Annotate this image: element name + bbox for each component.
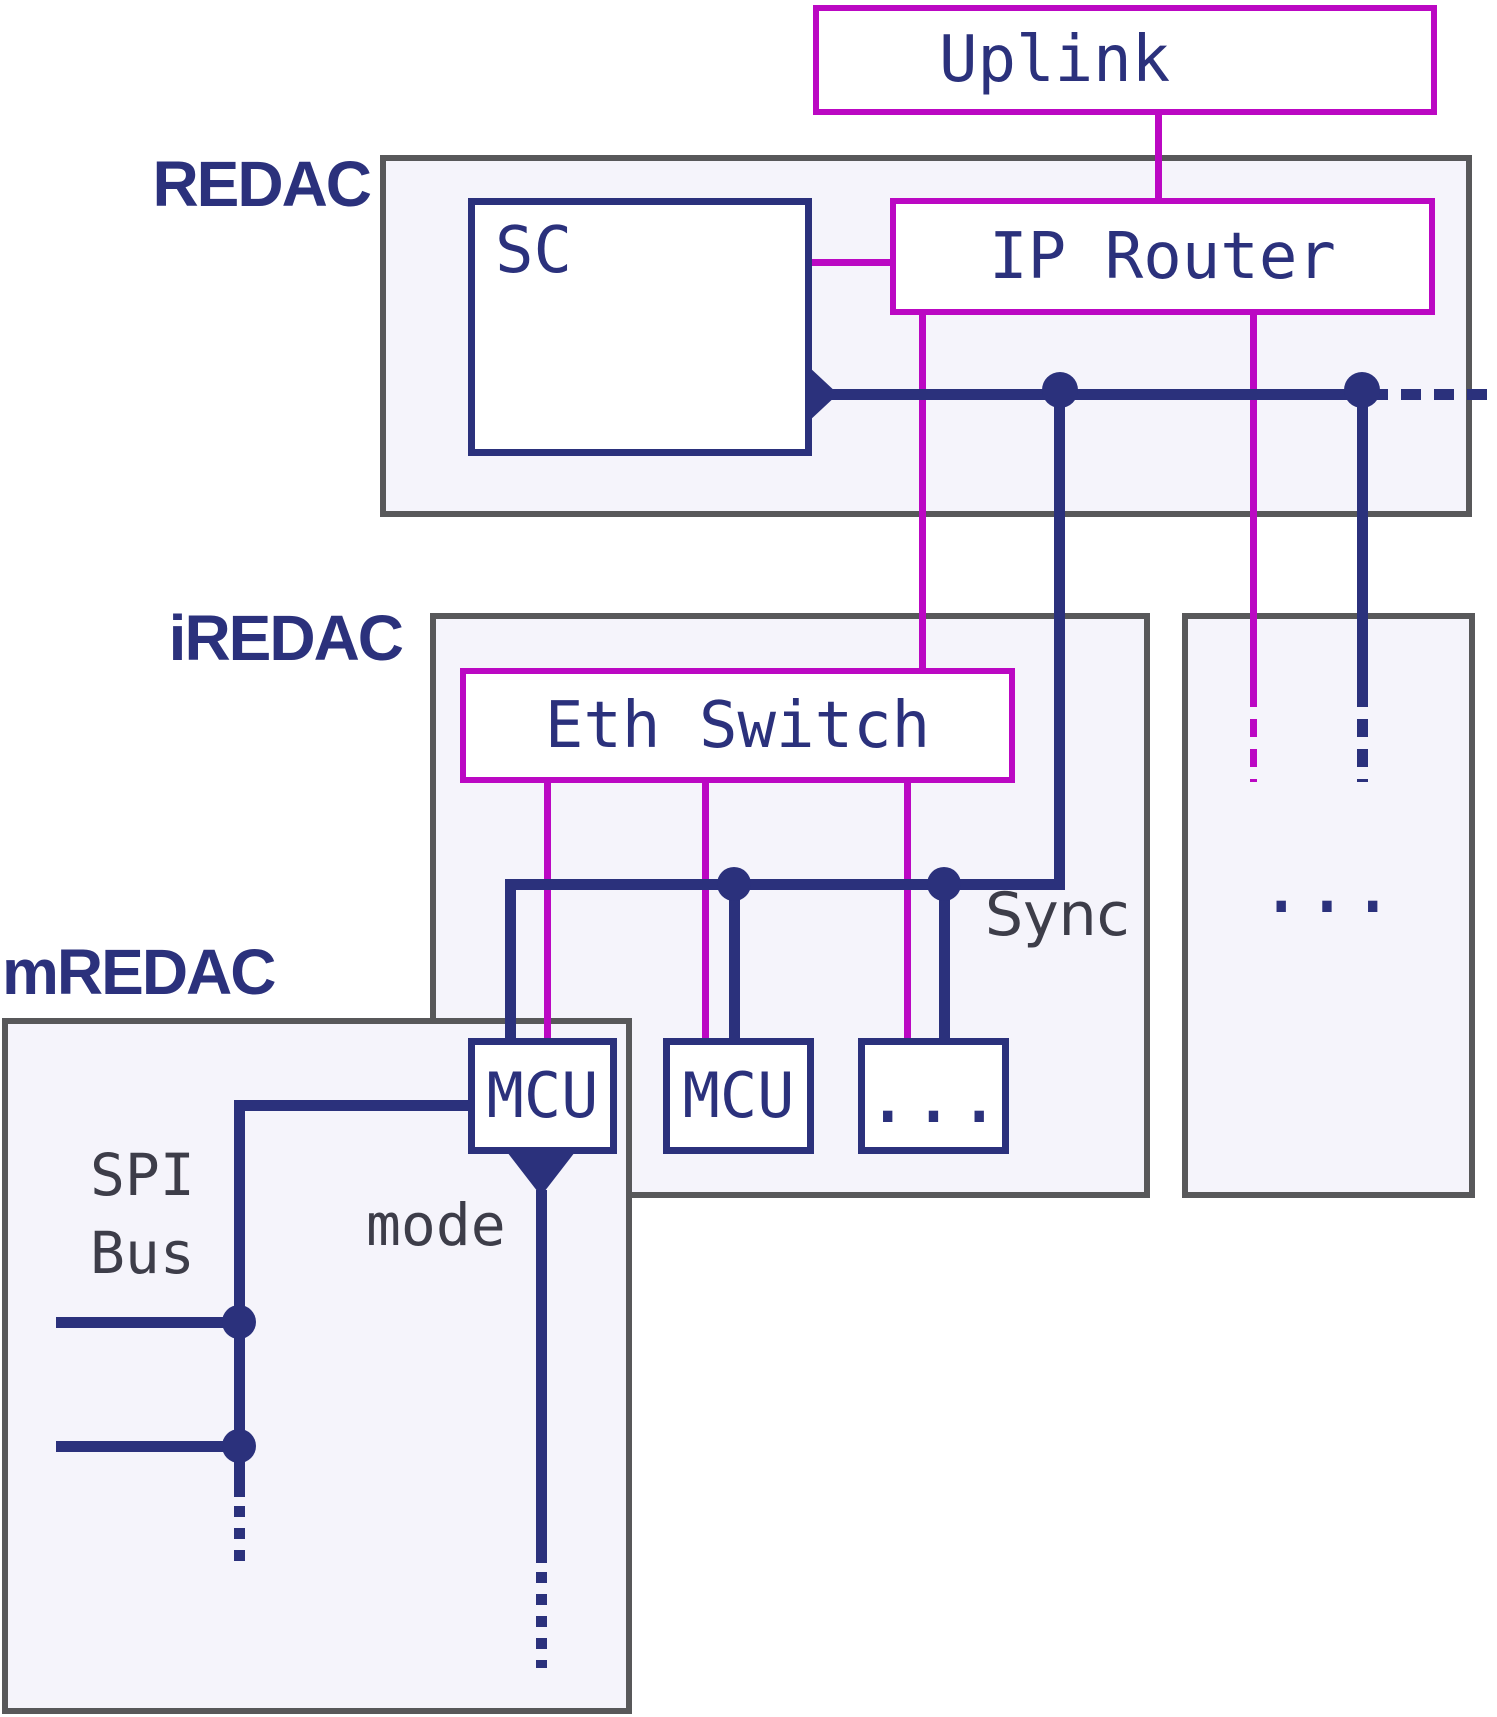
mcu1-box-label: MCU (486, 1059, 599, 1132)
mcu1-mode-arrowhead-icon (507, 1152, 575, 1196)
uplink-box: Uplink (813, 5, 1437, 115)
bus-junction-dot-1 (1042, 372, 1078, 408)
mredac-label: mREDAC (2, 936, 276, 1008)
wire-ethswitch-to-mcu1 (544, 783, 551, 1039)
wire-router-to-more-modules-dashed (1250, 689, 1257, 782)
sync-rail-junction-dot-mcu2 (717, 867, 751, 901)
wire-ethswitch-to-mcu2 (702, 783, 709, 1039)
wire-sc-to-router (812, 259, 890, 266)
spi-bus-annotation-line1: SPI (90, 1141, 195, 1209)
sync-drop-to-iredac (1054, 395, 1065, 890)
mode-line-vertical (536, 1190, 547, 1563)
mode-annotation: mode (366, 1191, 506, 1259)
spi-stub-2 (56, 1441, 239, 1452)
sync-rail-junction-dot-mcu-more (927, 867, 961, 901)
redac-label: REDAC (152, 148, 372, 220)
sc-box-label: SC (495, 214, 573, 288)
mcu2-box: MCU (663, 1038, 814, 1154)
uplink-box-label: Uplink (939, 23, 1171, 97)
sync-annotation: Sync (985, 880, 1130, 950)
sc-box: SC (468, 198, 812, 456)
sync-bus-dashed-continuation (1368, 389, 1497, 400)
spi-junction-dot-1 (222, 1305, 256, 1339)
mcu1-box: MCU (468, 1038, 617, 1154)
more-modules-container-box (1182, 613, 1475, 1198)
eth-switch-box: Eth Switch (460, 668, 1015, 783)
mode-line-dashed-tail (536, 1572, 547, 1668)
sync-drop-mcu2 (729, 884, 740, 1038)
sync-drop-to-more-modules-dashed (1357, 689, 1368, 782)
wire-uplink-to-router (1155, 115, 1162, 199)
eth-switch-box-label: Eth Switch (544, 688, 931, 763)
sync-drop-to-more-modules-solid (1357, 390, 1368, 689)
sc-bus-arrowhead-icon (808, 366, 838, 422)
sync-drop-mcu1 (505, 884, 516, 1038)
spi-junction-dot-2 (222, 1429, 256, 1463)
ip-router-box-label: IP Router (989, 219, 1336, 294)
iredac-label: iREDAC (168, 602, 404, 674)
spi-bus-horizontal (234, 1100, 468, 1111)
sync-rail-iredac (505, 879, 1065, 890)
spi-bus-vertical (234, 1100, 245, 1497)
sync-drop-mcu-more (939, 884, 950, 1038)
spi-stub-1 (56, 1317, 239, 1328)
mcu-more-box-label: ... (864, 1051, 1003, 1140)
bus-junction-dot-2 (1344, 372, 1380, 408)
mcu-more-box: ... (858, 1038, 1009, 1154)
ip-router-box: IP Router (890, 198, 1435, 315)
spi-bus-annotation-line2: Bus (90, 1219, 195, 1287)
mcu2-box-label: MCU (682, 1059, 795, 1132)
sync-bus-horizontal (828, 389, 1362, 400)
spi-bus-dashed-tail (234, 1506, 245, 1572)
wire-ethswitch-to-mcu-more (904, 783, 911, 1039)
wire-router-to-more-modules-solid (1250, 315, 1257, 689)
more-modules-ellipsis: ... (1258, 841, 1396, 930)
wire-router-to-ethswitch (919, 315, 926, 669)
